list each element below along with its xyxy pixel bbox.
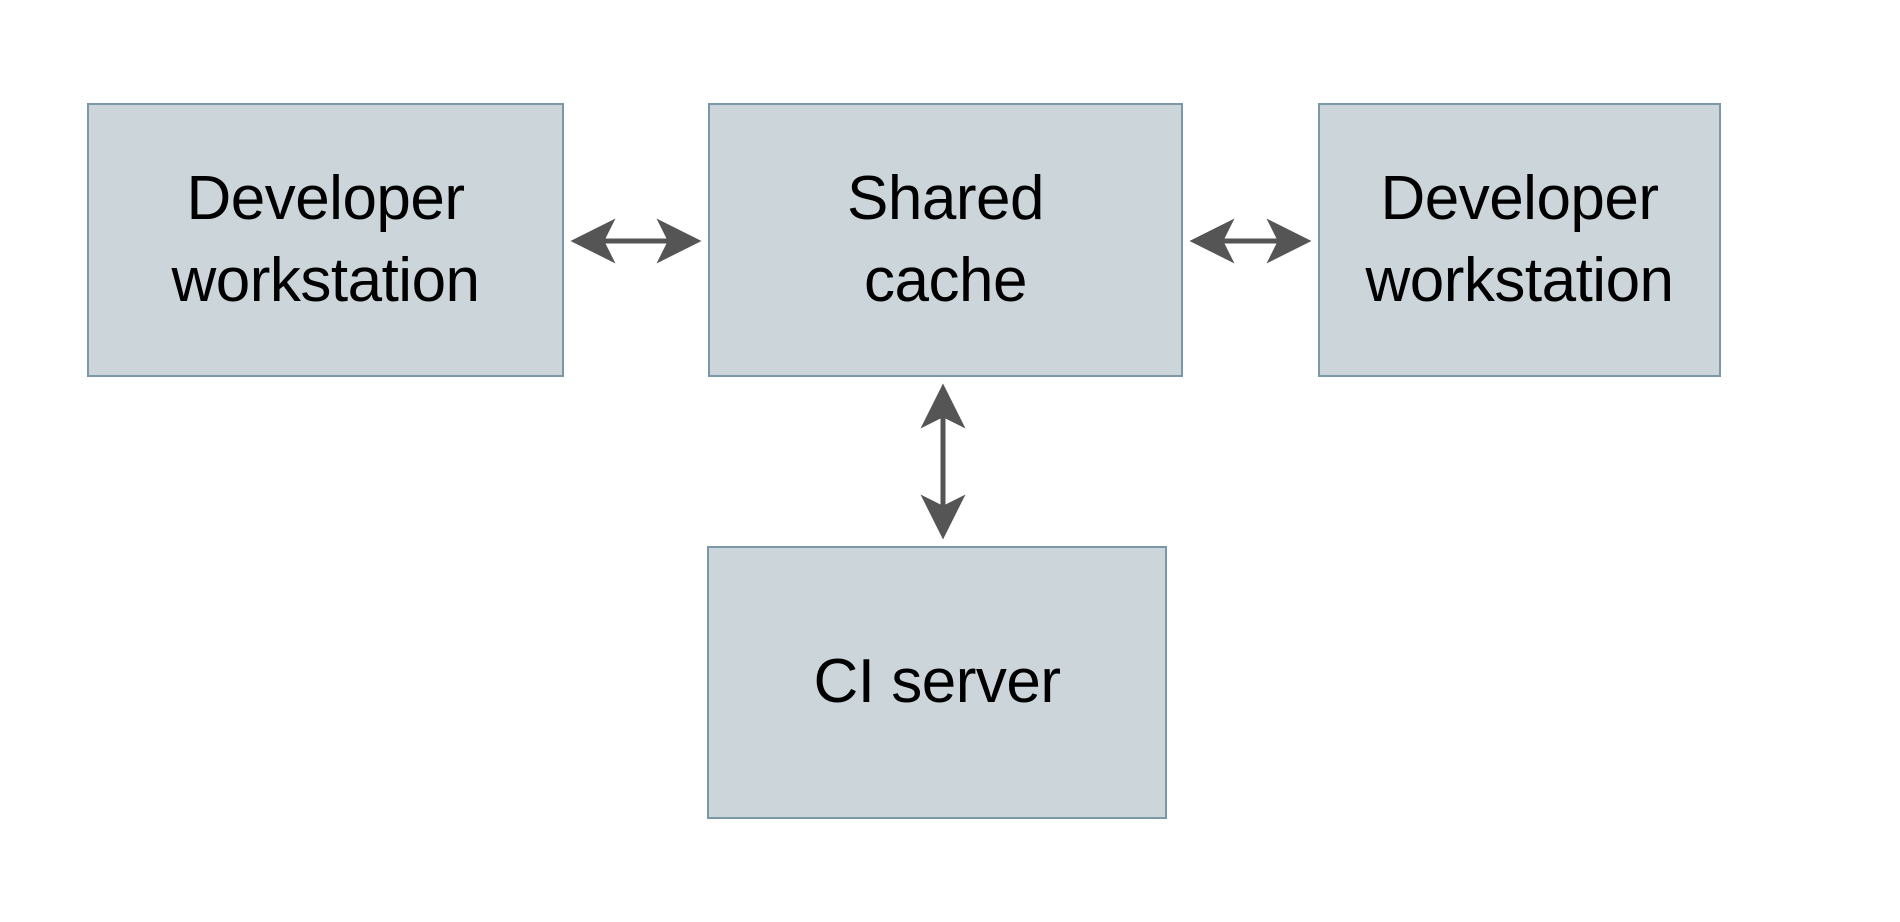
node-label: CI server [813, 647, 1061, 717]
node-ci-server[interactable]: CI server [707, 546, 1167, 819]
node-label: Shared cache [847, 163, 1044, 315]
node-developer-workstation-right[interactable]: Developer workstation [1318, 103, 1721, 377]
node-label: Developer workstation [171, 163, 480, 315]
node-label: Developer workstation [1365, 163, 1674, 315]
node-shared-cache[interactable]: Shared cache [708, 103, 1183, 377]
node-developer-workstation-left[interactable]: Developer workstation [87, 103, 564, 377]
